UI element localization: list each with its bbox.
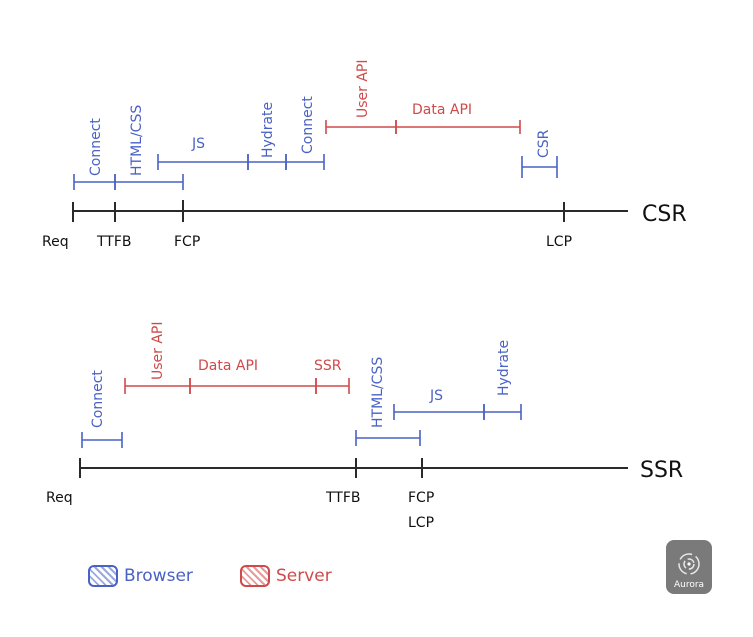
legend-server: Server bbox=[240, 565, 332, 587]
csr-user-api-bracket bbox=[325, 120, 397, 134]
ssr-data-api-bracket bbox=[189, 378, 317, 394]
ssr-ssr-bracket bbox=[315, 378, 350, 394]
ssr-fcp-label: FCP bbox=[408, 490, 434, 506]
csr-req-label: Req bbox=[42, 234, 69, 250]
ssr-js-bracket bbox=[393, 404, 485, 420]
legend-browser: Browser bbox=[88, 565, 193, 587]
csr-html-css-label: HTML/CSS bbox=[129, 105, 145, 176]
ssr-label: SSR bbox=[640, 458, 683, 483]
csr-data-api-bracket bbox=[395, 120, 521, 134]
browser-swatch-icon bbox=[88, 565, 118, 587]
legend-server-label: Server bbox=[276, 566, 332, 586]
csr-js-bracket bbox=[157, 154, 249, 170]
ssr-timeline: SSR Req TTFB FCP LCP Connect User API Da… bbox=[46, 321, 683, 531]
ssr-ssr-label: SSR bbox=[314, 358, 342, 374]
csr-hydrate-label: Hydrate bbox=[260, 102, 276, 158]
ssr-ttfb-label: TTFB bbox=[325, 490, 361, 506]
spiral-galaxy-icon bbox=[678, 553, 700, 575]
csr-data-api-label: Data API bbox=[412, 102, 472, 118]
csr-connect1-label: Connect bbox=[88, 118, 104, 176]
ssr-user-api-label: User API bbox=[150, 321, 166, 380]
logo-label: Aurora bbox=[673, 580, 705, 590]
csr-lcp-label: LCP bbox=[546, 234, 572, 250]
aurora-logo: Aurora bbox=[666, 540, 712, 594]
ssr-connect-bracket bbox=[81, 432, 123, 448]
ssr-req-label: Req bbox=[46, 490, 73, 506]
csr-connect2-label: Connect bbox=[300, 96, 316, 154]
csr-fcp-label: FCP bbox=[174, 234, 200, 250]
ssr-data-api-label: Data API bbox=[198, 358, 258, 374]
ssr-hydrate-bracket bbox=[483, 404, 522, 420]
ssr-hydrate-label: Hydrate bbox=[496, 340, 512, 396]
csr-csr-bracket bbox=[521, 156, 558, 178]
csr-ttfb-label: TTFB bbox=[96, 234, 132, 250]
csr-js-label: JS bbox=[191, 136, 205, 152]
ssr-js-label: JS bbox=[429, 388, 443, 404]
legend-browser-label: Browser bbox=[124, 566, 193, 586]
ssr-html-css-bracket bbox=[355, 430, 421, 446]
csr-user-api-label: User API bbox=[355, 59, 371, 118]
ssr-html-css-label: HTML/CSS bbox=[370, 357, 386, 428]
csr-label: CSR bbox=[642, 202, 687, 227]
csr-html-css-bracket bbox=[114, 174, 184, 190]
ssr-lcp-label: LCP bbox=[408, 515, 434, 531]
csr-connect2-bracket bbox=[285, 154, 325, 170]
server-swatch-icon bbox=[240, 565, 270, 587]
csr-timeline: CSR Req TTFB FCP LCP Connect HTML/CSS JS… bbox=[42, 59, 687, 250]
ssr-connect-label: Connect bbox=[90, 370, 106, 428]
csr-csr-label: CSR bbox=[536, 129, 552, 158]
